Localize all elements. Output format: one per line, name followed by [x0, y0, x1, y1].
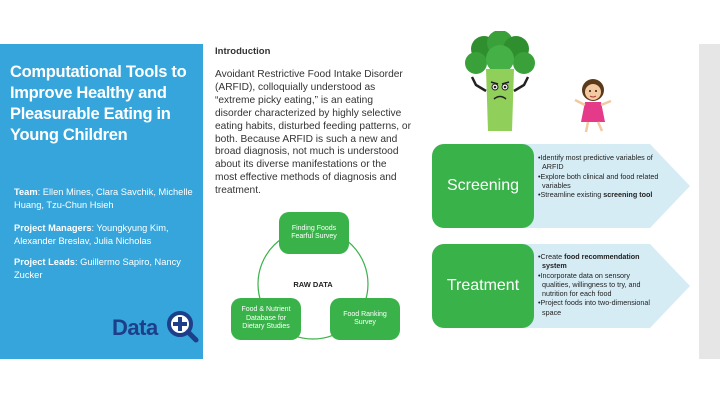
managers-names: : Youngkyung Kim, Alexander Breslav, Jul… [14, 223, 169, 246]
girl-dress [581, 102, 605, 122]
screening-bullet-1: •Identify most predictive variables of A… [538, 153, 653, 172]
treatment-bullet-3: •Project foods into two-dimensional spac… [538, 298, 650, 317]
introduction-body: Avoidant Restrictive Food Intake Disorde… [215, 69, 411, 197]
running-girl-illustration [574, 79, 612, 133]
angry-broccoli-illustration [465, 31, 535, 131]
introduction-heading: Introduction [215, 46, 271, 57]
cycle-node-food-nutrient-db: Food & Nutrient Database for Dietary Stu… [231, 298, 301, 340]
magnifier-plus-icon [167, 311, 199, 343]
presentation-title: Computational Tools to Improve Healthy a… [10, 63, 187, 144]
cycle-node-finding-foods: Finding Foods Fearful Survey [279, 212, 349, 254]
treatment-bullet-1: •Create food recommendation system [538, 252, 640, 271]
title-sidebar: Computational Tools to Improve Healthy a… [0, 44, 203, 359]
leads-credit: Project Leads: Guillermo Sapiro, Nancy Z… [14, 256, 194, 282]
treatment-block: Treatment [432, 244, 534, 328]
team-names: : Ellen Mines, Clara Savchik, Michelle H… [14, 187, 193, 210]
managers-label: Project Managers [14, 223, 92, 233]
screening-block: Screening [432, 144, 534, 228]
broccoli-left-arm [470, 76, 487, 93]
raw-data-label: RAW DATA [293, 280, 333, 289]
data-plus-logo: Data [112, 308, 202, 344]
team-credit: Team: Ellen Mines, Clara Savchik, Michel… [14, 186, 194, 212]
logo-text: Data [112, 315, 158, 340]
broccoli-right-arm [513, 76, 530, 93]
broccoli-florets [465, 31, 535, 74]
screening-bullet-3: •Streamline existing screening tool [538, 190, 653, 200]
right-edge-strip [699, 44, 720, 359]
treatment-bullets: •Create food recommendation system •Inco… [537, 252, 659, 317]
screening-bullets: •Identify most predictive variables of A… [537, 153, 659, 199]
leads-label: Project Leads [14, 257, 75, 267]
girl-face [585, 84, 601, 100]
team-label: Team [14, 187, 38, 197]
broccoli-stem [486, 69, 514, 131]
leads-names: : Guillermo Sapiro, Nancy Zucker [14, 257, 181, 280]
screening-bullet-2: •Explore both clinical and food related … [538, 171, 659, 190]
cycle-node-food-ranking: Food Ranking Survey [330, 298, 400, 340]
treatment-bullet-2: •Incorporate data on sensory qualities, … [538, 270, 641, 299]
managers-credit: Project Managers: Youngkyung Kim, Alexan… [14, 222, 194, 248]
